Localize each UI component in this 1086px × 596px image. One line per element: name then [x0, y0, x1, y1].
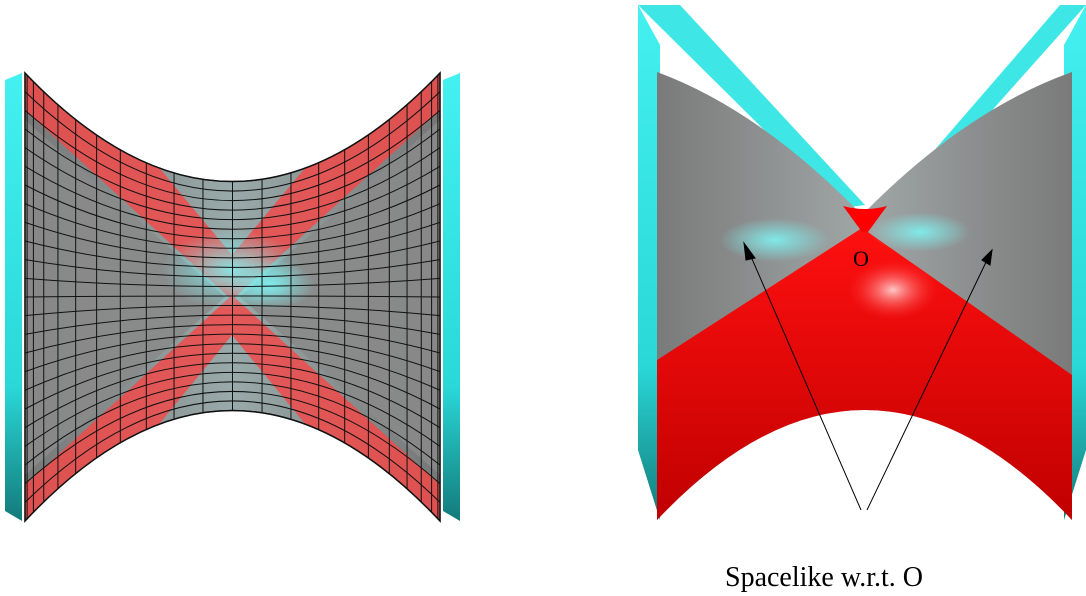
right-lightcone-panel: O: [638, 5, 1086, 520]
cyan-cone-top-left: [638, 5, 865, 208]
cyan-glow-right: [870, 212, 970, 252]
cyan-glow-left: [720, 218, 830, 262]
spacelike-region-right: [240, 120, 440, 475]
red-apex: [843, 206, 887, 232]
hyperboloid-outline: [24, 71, 441, 523]
right-cyan-edge: [443, 73, 460, 521]
cyan-edge-left: [638, 5, 660, 520]
arrow-right-head: [981, 248, 993, 266]
red-future-cone: [657, 228, 1072, 520]
caption: Spacelike w.r.t. O: [725, 562, 923, 593]
spacelike-region-left: [25, 120, 225, 475]
arrow-left-head: [743, 241, 756, 261]
arrow-right-shaft: [866, 257, 989, 511]
arrow-left-shaft: [748, 251, 862, 511]
left-cyan-edge: [5, 73, 22, 521]
origin-label: O: [853, 246, 869, 271]
red-highlight: [848, 260, 938, 320]
left-hyperboloid-panel: [5, 71, 460, 523]
spacelike-arrows: [743, 241, 993, 511]
center-glow-2: [225, 260, 315, 310]
